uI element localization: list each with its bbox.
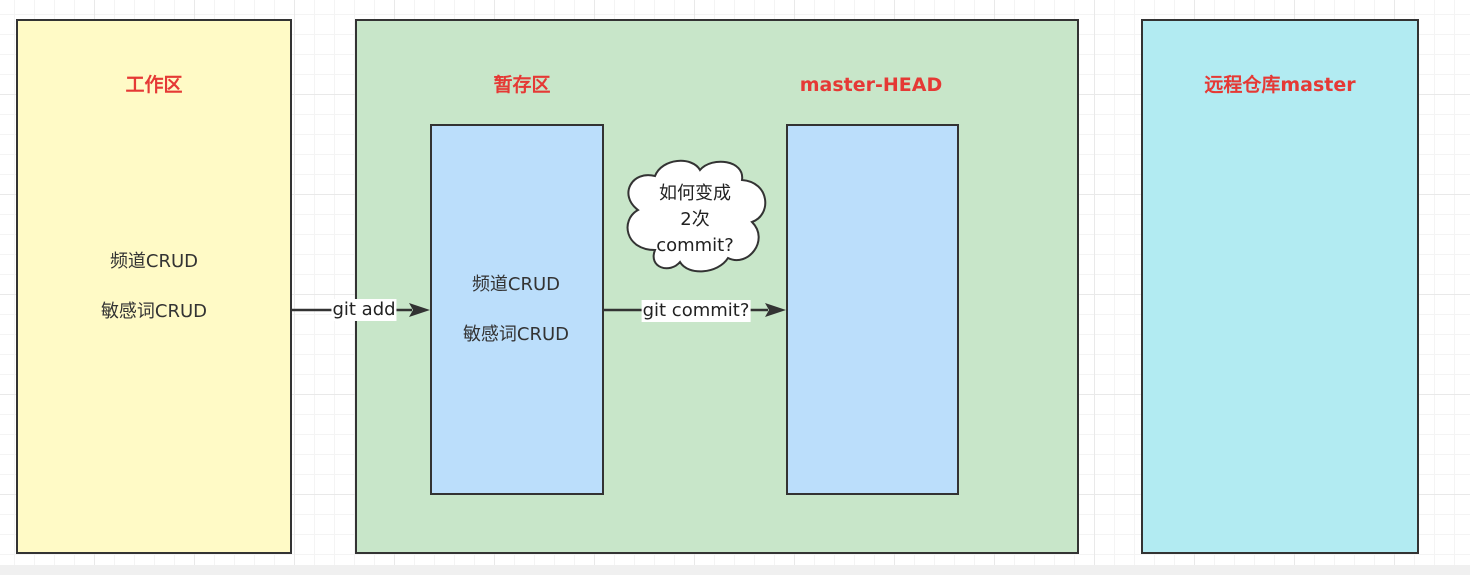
git-add-label: git add [331, 299, 397, 321]
thought-cloud[interactable] [626, 159, 767, 273]
git-commit-label: git commit? [641, 300, 751, 322]
workspace-title: 工作区 [125, 74, 183, 96]
canvas-bottom-bar [0, 565, 1470, 575]
staging-title: 暂存区 [493, 74, 551, 96]
cloud-question-text: 如何变成 2次 commit? [656, 181, 734, 259]
cloud-line-1: 如何变成 [659, 183, 731, 204]
staging-line-1: 频道CRUD [471, 274, 561, 295]
head-title: master-HEAD [799, 74, 943, 96]
staging-line-2: 敏感词CRUD [462, 324, 570, 345]
remote-title: 远程仓库master [1204, 74, 1356, 96]
cloud-line-2: 2次 [680, 209, 710, 230]
cloud-line-3: commit? [656, 235, 734, 256]
workspace-line-1: 频道CRUD [109, 251, 199, 272]
staging-inner-box[interactable] [430, 124, 604, 495]
head-inner-box[interactable] [786, 124, 959, 495]
workspace-line-2: 敏感词CRUD [100, 301, 208, 322]
remote-repo-box[interactable] [1141, 19, 1419, 554]
workspace-box[interactable] [16, 19, 292, 554]
